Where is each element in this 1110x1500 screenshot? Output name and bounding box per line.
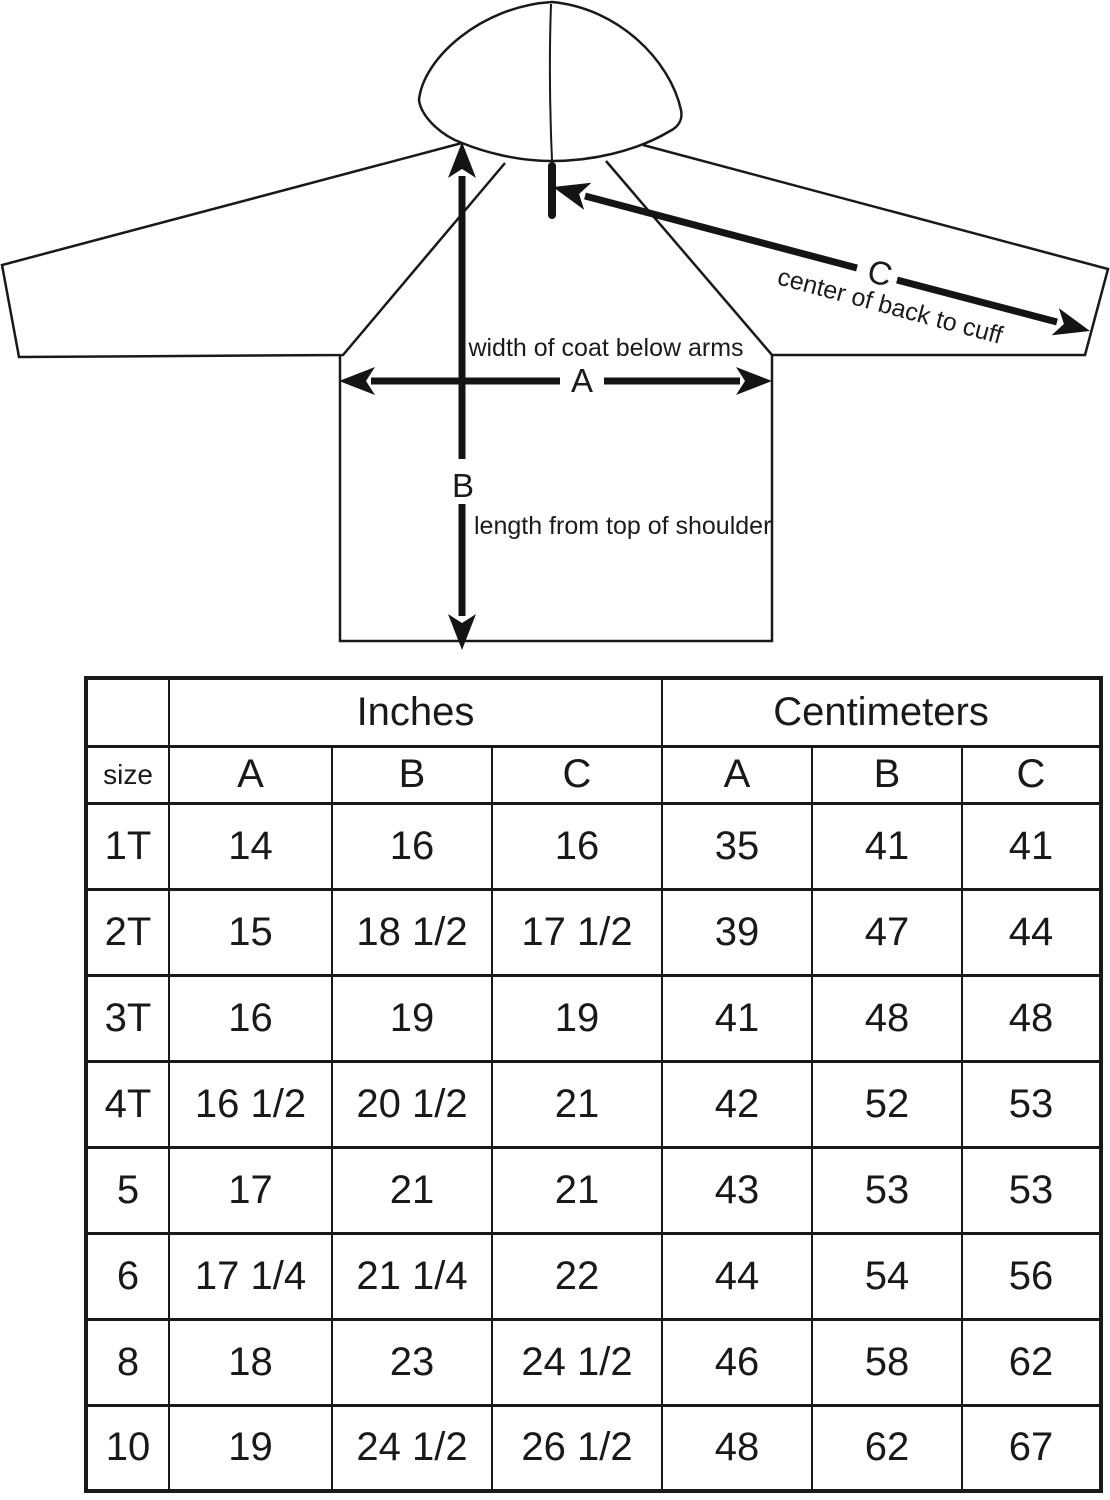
value-cell: 26 1/2: [491, 1403, 663, 1493]
unit-header-row: Inches Centimeters: [85, 676, 1102, 748]
arrowhead-a-right: [736, 367, 772, 395]
value-cell: 24 1/2: [491, 1317, 663, 1407]
value-cell: 17 1/4: [168, 1231, 333, 1321]
value-cell: 62: [811, 1403, 963, 1493]
value-cell: 23: [331, 1317, 493, 1407]
value-cell: 67: [961, 1403, 1102, 1493]
value-cell: 14: [168, 801, 333, 891]
value-cell: 16: [168, 973, 333, 1063]
value-cell: 41: [811, 801, 963, 891]
value-cell: 48: [961, 973, 1102, 1063]
size-cell: 6: [85, 1231, 170, 1321]
value-cell: 54: [811, 1231, 963, 1321]
length-caption: length from top of shoulder: [474, 512, 771, 540]
value-cell: 53: [961, 1059, 1102, 1149]
coat-measurement-diagram: width of coat below arms A B length from…: [0, 0, 1110, 650]
value-cell: 18 1/2: [331, 887, 493, 977]
cm-col-c-header: C: [961, 744, 1102, 805]
cm-col-a-header: A: [661, 744, 813, 805]
label-a: A: [571, 362, 593, 399]
coat-outline: [0, 0, 1110, 643]
column-header-row: size A B C A B C: [85, 744, 1102, 805]
value-cell: 41: [661, 973, 813, 1063]
inches-col-a-header: A: [168, 744, 333, 805]
value-cell: 44: [661, 1231, 813, 1321]
value-cell: 48: [811, 973, 963, 1063]
value-cell: 21 1/4: [331, 1231, 493, 1321]
hood-center-seam: [548, 3, 553, 161]
value-cell: 16 1/2: [168, 1059, 333, 1149]
value-cell: 20 1/2: [331, 1059, 493, 1149]
value-cell: 35: [661, 801, 813, 891]
coat-hood: [417, 0, 683, 163]
measurement-arrows: [339, 142, 1094, 650]
value-cell: 52: [811, 1059, 963, 1149]
value-cell: 48: [661, 1403, 813, 1493]
size-cell: 2T: [85, 887, 170, 977]
value-cell: 46: [661, 1317, 813, 1407]
centimeters-group-header: Centimeters: [661, 676, 1102, 748]
value-cell: 42: [661, 1059, 813, 1149]
value-cell: 16: [331, 801, 493, 891]
value-cell: 62: [961, 1317, 1102, 1407]
size-cell: 10: [85, 1403, 170, 1493]
value-cell: 53: [961, 1145, 1102, 1235]
value-cell: 15: [168, 887, 333, 977]
value-cell: 19: [491, 973, 663, 1063]
inches-col-c-header: C: [491, 744, 663, 805]
value-cell: 18: [168, 1317, 333, 1407]
inches-group-header: Inches: [168, 676, 663, 748]
size-cell: 8: [85, 1317, 170, 1407]
value-cell: 41: [961, 801, 1102, 891]
coat-left-sleeve: [0, 141, 506, 359]
size-cell: 4T: [85, 1059, 170, 1149]
label-b: B: [452, 467, 474, 504]
value-cell: 24 1/2: [331, 1403, 493, 1493]
value-cell: 22: [491, 1231, 663, 1321]
value-cell: 17 1/2: [491, 887, 663, 977]
measure-arrow-c-lower: [896, 276, 1058, 326]
value-cell: 47: [811, 887, 963, 977]
cm-col-b-header: B: [811, 744, 963, 805]
arrowhead-a-left: [339, 367, 375, 395]
width-caption: width of coat below arms: [467, 334, 743, 362]
value-cell: 44: [961, 887, 1102, 977]
value-cell: 39: [661, 887, 813, 977]
size-cell: 3T: [85, 973, 170, 1063]
measure-arrow-c-upper: [584, 192, 858, 272]
value-cell: 56: [961, 1231, 1102, 1321]
value-cell: 16: [491, 801, 663, 891]
arrowhead-c-bottom: [1051, 308, 1094, 345]
coat-body: [338, 355, 774, 643]
inches-col-b-header: B: [331, 744, 493, 805]
value-cell: 21: [491, 1059, 663, 1149]
value-cell: 43: [661, 1145, 813, 1235]
value-cell: 17: [168, 1145, 333, 1235]
value-cell: 53: [811, 1145, 963, 1235]
size-cell: 5: [85, 1145, 170, 1235]
value-cell: 21: [331, 1145, 493, 1235]
value-cell: 19: [331, 973, 493, 1063]
arrowhead-b-bottom: [448, 614, 476, 650]
coat-right-sleeve: [605, 143, 1110, 357]
size-column-header: size: [85, 744, 170, 805]
value-cell: 21: [491, 1145, 663, 1235]
corner-cell: [85, 676, 170, 748]
value-cell: 58: [811, 1317, 963, 1407]
size-cell: 1T: [85, 801, 170, 891]
value-cell: 19: [168, 1403, 333, 1493]
